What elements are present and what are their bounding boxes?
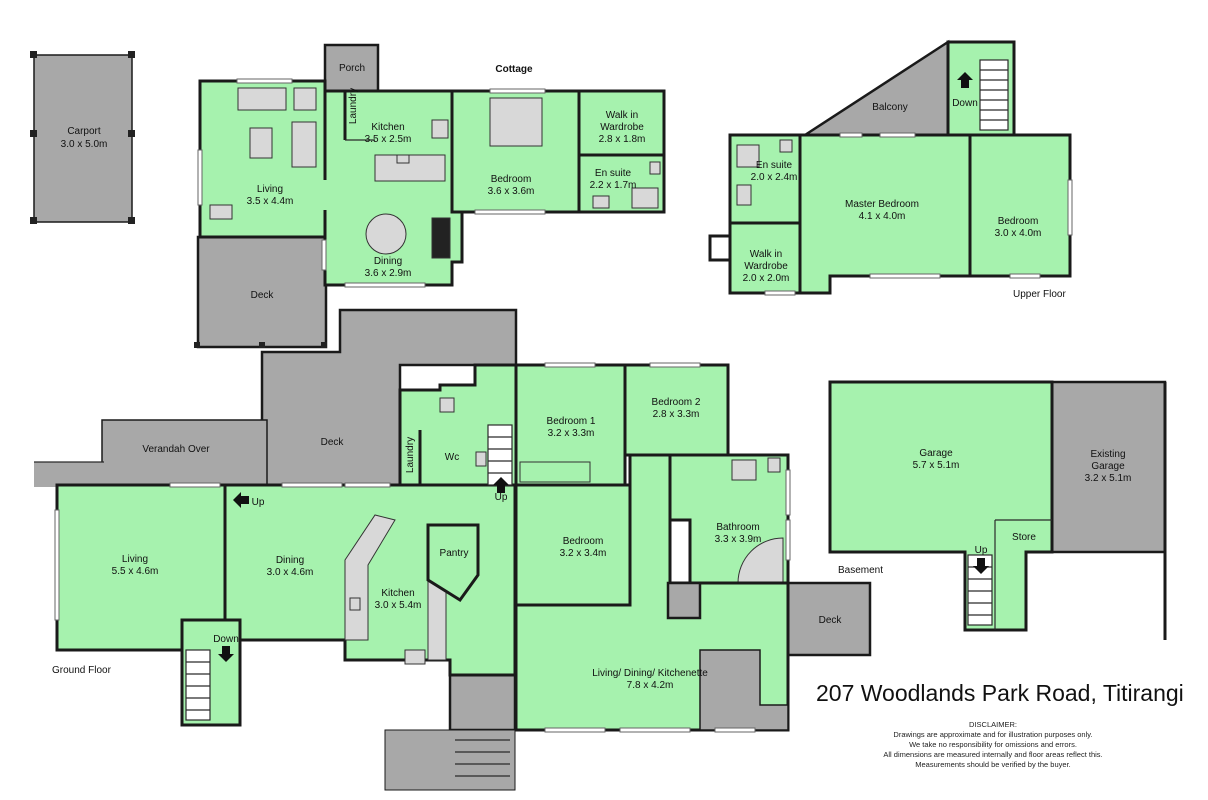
wc-label: Wc bbox=[445, 452, 459, 463]
cottage-dining-label: Dining bbox=[374, 256, 402, 267]
arrow-up-icon bbox=[957, 72, 973, 88]
dining-up-label: Up bbox=[252, 497, 265, 508]
deck-main-label: Deck bbox=[321, 437, 345, 448]
cottage-ensuite-dims: 2.2 x 1.7m bbox=[590, 180, 637, 191]
disclaimer-line: We take no responsibility for omissions … bbox=[909, 740, 1077, 749]
cottage-floor-label: Cottage bbox=[495, 64, 533, 75]
dining-dims: 3.0 x 4.6m bbox=[267, 567, 314, 578]
master-bedroom-dims: 4.1 x 4.0m bbox=[859, 211, 906, 222]
porch-label: Porch bbox=[339, 63, 365, 74]
ground-floor-label: Ground Floor bbox=[52, 665, 112, 676]
cottage-wardrobe-dims: 2.8 x 1.8m bbox=[599, 134, 646, 145]
cottage-bedroom-dims: 3.6 x 3.6m bbox=[488, 186, 535, 197]
ground-down-label: Down bbox=[213, 634, 239, 645]
upper-floor: Balcony Down En suite 2.0 x 2.4m Walk in… bbox=[708, 39, 1073, 296]
arrow-left-icon bbox=[233, 492, 249, 508]
upper-ensuite-label: En suite bbox=[756, 160, 793, 171]
arrow-down-icon bbox=[218, 646, 234, 662]
ground-floor: Deck Verandah Over Deck Living 5.5 x 4.6… bbox=[34, 308, 872, 791]
living-dining-label: Living/ Dining/ Kitchenette bbox=[592, 668, 708, 679]
living-dining-dims: 7.8 x 4.2m bbox=[627, 680, 674, 691]
cottage-laundry-label: Laundry bbox=[348, 88, 359, 124]
ground-bedroom-label: Bedroom bbox=[563, 536, 604, 547]
upper-wardrobe-label2: Wardrobe bbox=[744, 261, 788, 272]
kitchen-dims: 3.0 x 5.4m bbox=[375, 600, 422, 611]
cottage-bedroom-label: Bedroom bbox=[491, 174, 532, 185]
kitchen-label: Kitchen bbox=[381, 588, 414, 599]
dining-label: Dining bbox=[276, 555, 304, 566]
cottage-kitchen-label: Kitchen bbox=[371, 122, 404, 133]
disclaimer-line: Measurements should be verified by the b… bbox=[915, 760, 1071, 769]
verandah-label: Verandah Over bbox=[142, 444, 210, 455]
garage-label: Garage bbox=[919, 448, 953, 459]
stairs-up-label: Up bbox=[495, 492, 508, 503]
upper-floor-label: Upper Floor bbox=[1013, 289, 1066, 300]
upper-bedroom-label: Bedroom bbox=[998, 216, 1039, 227]
cottage-deck-label: Deck bbox=[251, 290, 275, 301]
ground-bedroom-dims: 3.2 x 3.4m bbox=[560, 548, 607, 559]
bathroom-dims: 3.3 x 3.9m bbox=[715, 534, 762, 545]
living-label: Living bbox=[122, 554, 148, 565]
existing-garage-label1: Existing bbox=[1090, 449, 1125, 460]
existing-garage-dims: 3.2 x 5.1m bbox=[1085, 473, 1132, 484]
carport: Carport 3.0 x 5.0m bbox=[30, 51, 135, 224]
carport-dims: 3.0 x 5.0m bbox=[61, 139, 108, 150]
basement-floor-label: Basement bbox=[838, 565, 883, 576]
property-title: 207 Woodlands Park Road, Titirangi bbox=[816, 680, 1184, 706]
disclaimer-heading: DISCLAIMER: bbox=[969, 720, 1017, 729]
ground-laundry-label: Laundry bbox=[405, 437, 416, 473]
upper-ensuite-dims: 2.0 x 2.4m bbox=[751, 172, 798, 183]
upper-down-label: Down bbox=[952, 98, 978, 109]
existing-garage-label2: Garage bbox=[1091, 461, 1125, 472]
master-bedroom-label: Master Bedroom bbox=[845, 199, 919, 210]
arrow-up-icon bbox=[493, 477, 509, 493]
store-label: Store bbox=[1012, 532, 1036, 543]
bathroom-label: Bathroom bbox=[716, 522, 759, 533]
pantry-label: Pantry bbox=[440, 548, 469, 559]
living-dims: 5.5 x 4.6m bbox=[112, 566, 159, 577]
arrow-down-icon bbox=[973, 558, 989, 574]
cottage-wardrobe-label2: Wardrobe bbox=[600, 122, 644, 133]
cottage-living-label: Living bbox=[257, 184, 283, 195]
bedroom1-dims: 3.2 x 3.3m bbox=[548, 428, 595, 439]
cottage-dining-dims: 3.6 x 2.9m bbox=[365, 268, 412, 279]
bedroom2-label: Bedroom 2 bbox=[652, 397, 701, 408]
bedroom1-label: Bedroom 1 bbox=[547, 416, 596, 427]
cottage-ensuite-label: En suite bbox=[595, 168, 632, 179]
deck-basement-label: Deck bbox=[819, 615, 843, 626]
cottage-living-dims: 3.5 x 4.4m bbox=[247, 196, 294, 207]
garage-dims: 5.7 x 5.1m bbox=[913, 460, 960, 471]
upper-wardrobe-label1: Walk in bbox=[750, 249, 782, 260]
upper-wardrobe-dims: 2.0 x 2.0m bbox=[743, 273, 790, 284]
upper-bedroom-dims: 3.0 x 4.0m bbox=[995, 228, 1042, 239]
bedroom2-dims: 2.8 x 3.3m bbox=[653, 409, 700, 420]
carport-label: Carport bbox=[67, 126, 101, 137]
balcony-label: Balcony bbox=[872, 102, 908, 113]
basement-garage: Existing Garage 3.2 x 5.1m Up Store Gara… bbox=[828, 380, 1167, 640]
cottage: Porch Deck Living 3.5 x 4.4m Kitchen 3.5… bbox=[194, 43, 666, 349]
cottage-kitchen-dims: 3.5 x 2.5m bbox=[365, 134, 412, 145]
disclaimer-line: Drawings are approximate and for illustr… bbox=[893, 730, 1092, 739]
cottage-wardrobe-label1: Walk in bbox=[606, 110, 638, 121]
basement-up-label: Up bbox=[975, 545, 988, 556]
disclaimer-line: All dimensions are measured internally a… bbox=[883, 750, 1102, 759]
